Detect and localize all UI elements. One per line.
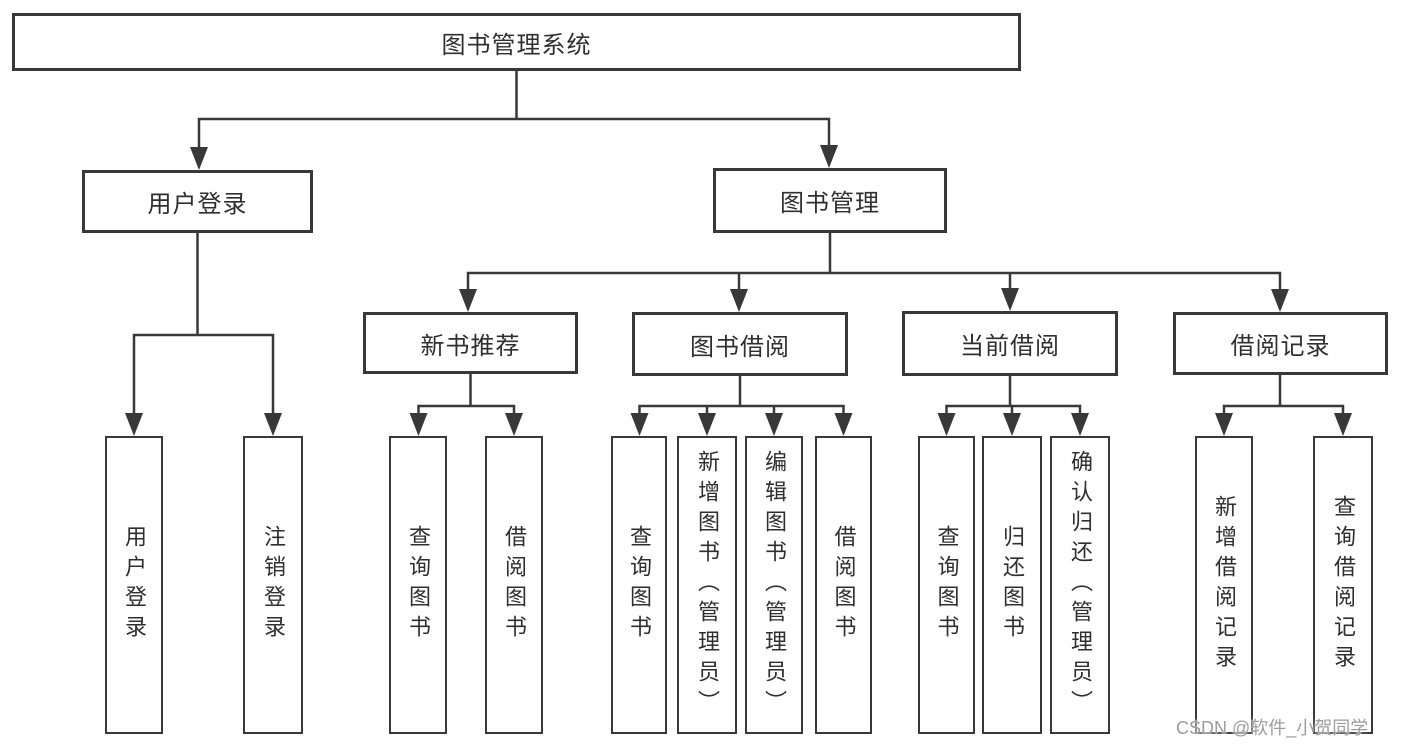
leaf-br-add-record-label: 新增借阅记录: [1212, 495, 1237, 675]
leaf-cb-return-books-label: 归还图书: [1000, 525, 1025, 645]
leaf-bb-edit-books-admin-label: 编辑图书（管理员）: [762, 450, 787, 720]
leaf-bb-add-books-admin: 新增图书（管理员）: [677, 436, 737, 734]
leaf-bb-borrow-books-label: 借阅图书: [831, 525, 857, 645]
node-user-login-label: 用户登录: [147, 191, 248, 218]
leaf-bb-query-books-label: 查询图书: [627, 525, 652, 645]
node-root-label: 图书管理系统: [441, 31, 592, 59]
leaf-user-login: 用户登录: [105, 436, 163, 734]
leaf-cb-confirm-return-admin-label: 确认归还（管理员）: [1068, 450, 1093, 720]
node-new-book-rec: 新书推荐: [363, 312, 578, 374]
leaf-cb-query-books: 查询图书: [918, 436, 975, 734]
node-borrow-records-label: 借阅记录: [1230, 333, 1331, 360]
leaf-user-login-label: 用户登录: [122, 525, 147, 645]
leaf-logout-label: 注销登录: [261, 525, 286, 645]
leaf-bb-query-books: 查询图书: [611, 436, 667, 734]
leaf-bb-add-books-admin-label: 新增图书（管理员）: [695, 450, 720, 720]
connector-book-management-children: [459, 231, 1289, 312]
leaf-br-query-record: 查询借阅记录: [1313, 436, 1373, 734]
leaf-br-add-record: 新增借阅记录: [1195, 436, 1253, 734]
connector-user-login-children: [125, 231, 282, 436]
node-current-borrow-label: 当前借阅: [960, 333, 1060, 360]
node-root: 图书管理系统: [12, 13, 1021, 71]
leaf-logout: 注销登录: [243, 436, 303, 734]
node-new-book-rec-label: 新书推荐: [420, 332, 521, 360]
leaf-cb-return-books: 归还图书: [982, 436, 1042, 734]
leaf-nb-borrow-books: 借阅图书: [485, 436, 543, 734]
node-book-borrow-label: 图书借阅: [690, 333, 790, 361]
node-book-borrow: 图书借阅: [632, 312, 848, 376]
node-borrow-records: 借阅记录: [1173, 312, 1388, 375]
node-current-borrow: 当前借阅: [902, 311, 1118, 376]
leaf-nb-query-books-label: 查询图书: [406, 525, 431, 645]
leaf-br-query-record-label: 查询借阅记录: [1331, 495, 1356, 675]
leaf-cb-confirm-return-admin: 确认归还（管理员）: [1050, 436, 1110, 734]
leaf-nb-borrow-books-label: 借阅图书: [502, 525, 527, 645]
watermark: CSDN @软件_小贺同学: [1176, 718, 1369, 738]
leaf-cb-query-books-label: 查询图书: [934, 525, 960, 645]
connector-current-borrow-children: [937, 373, 1089, 436]
connector-new-book-rec-children: [409, 371, 523, 436]
node-book-management-label: 图书管理: [780, 190, 880, 217]
leaf-bb-edit-books-admin: 编辑图书（管理员）: [745, 436, 803, 734]
leaf-nb-query-books: 查询图书: [389, 436, 447, 734]
node-user-login: 用户登录: [82, 170, 313, 233]
connector-root-to-level1: [190, 68, 838, 170]
connector-borrow-records-children: [1215, 373, 1352, 436]
node-book-management: 图书管理: [713, 168, 947, 233]
leaf-bb-borrow-books: 借阅图书: [815, 436, 872, 734]
connector-book-borrow-children: [630, 373, 853, 436]
